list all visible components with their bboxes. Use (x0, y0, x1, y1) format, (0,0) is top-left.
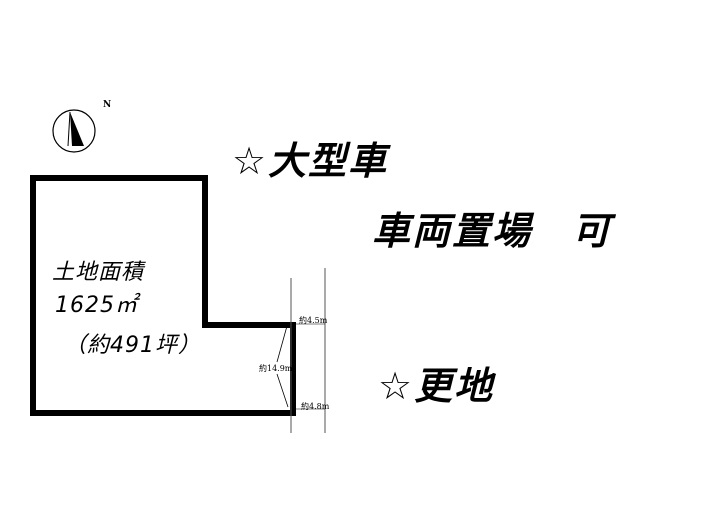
dim-leader (276, 325, 288, 363)
plot-boundary (30, 175, 296, 416)
area-tsubo: （約491坪） (64, 333, 201, 358)
compass-icon (52, 109, 96, 153)
dim-leader (276, 373, 289, 408)
dimension-label: 約4.5m (299, 316, 328, 325)
area-sqm: 1625㎡ (55, 293, 138, 318)
dimension-label: 約14.9m (259, 364, 293, 373)
compass-north-label: N (103, 100, 112, 110)
area-title: 土地面積 (52, 260, 145, 285)
dimension-label: 約4.8m (301, 402, 330, 411)
note-parking-ok: 車両置場 可 (372, 209, 613, 253)
note-vacant-land: ☆更地 (378, 364, 495, 408)
note-large-vehicle: ☆大型車 (232, 139, 389, 183)
